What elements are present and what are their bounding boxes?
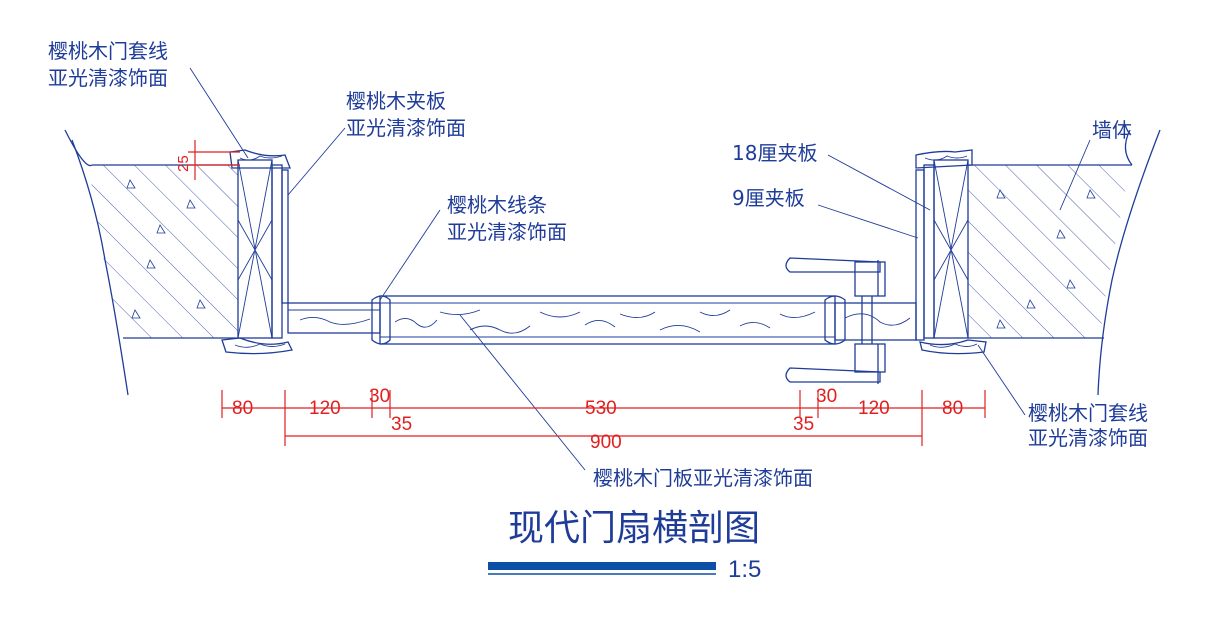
label-trim-strip-2: 亚光清漆饰面 xyxy=(447,220,567,244)
dimension-lines xyxy=(188,140,986,446)
dim-80-left: 80 xyxy=(232,398,253,419)
dim-30-left: 30 xyxy=(369,386,390,407)
label-frame-trim-left-1: 樱桃木门套线 xyxy=(48,39,168,63)
dim-80-right: 80 xyxy=(942,398,963,419)
drawing-title: 现代门扇横剖图 xyxy=(508,508,760,549)
dim-35-left: 35 xyxy=(391,414,412,435)
dim-900: 900 xyxy=(590,432,622,453)
label-frame-trim-left-2: 亚光清漆饰面 xyxy=(48,66,168,90)
label-ply-18: 18厘夹板 xyxy=(732,141,817,165)
left-wall xyxy=(64,129,238,396)
label-frame-trim-right-1: 樱桃木门套线 xyxy=(1028,401,1148,425)
leader-lines xyxy=(189,67,1091,471)
dim-35-right: 35 xyxy=(793,414,814,435)
dim-530: 530 xyxy=(585,398,617,419)
label-trim-strip-1: 樱桃木线条 xyxy=(447,193,547,217)
left-door-jamb xyxy=(221,149,293,355)
label-frame-trim-right-2: 亚光清漆饰面 xyxy=(1028,426,1148,450)
label-door-panel: 樱桃木门板亚光清漆饰面 xyxy=(593,466,813,490)
dim-25: 25 xyxy=(175,155,192,172)
scale-bar xyxy=(488,562,716,570)
door-leaf xyxy=(287,295,917,345)
door-handle xyxy=(785,257,886,384)
label-plywood-veneer-1: 樱桃木夹板 xyxy=(346,89,446,113)
dim-30-right: 30 xyxy=(816,386,837,407)
dim-120-left: 120 xyxy=(309,398,341,419)
dim-120-right: 120 xyxy=(858,398,890,419)
label-ply-9: 9厘夹板 xyxy=(732,186,805,210)
right-wall xyxy=(968,129,1161,396)
scale-text: 1:5 xyxy=(728,556,761,583)
right-door-jamb xyxy=(915,149,987,355)
label-wall: 墙体 xyxy=(1092,118,1132,142)
label-plywood-veneer-2: 亚光清漆饰面 xyxy=(346,116,466,140)
